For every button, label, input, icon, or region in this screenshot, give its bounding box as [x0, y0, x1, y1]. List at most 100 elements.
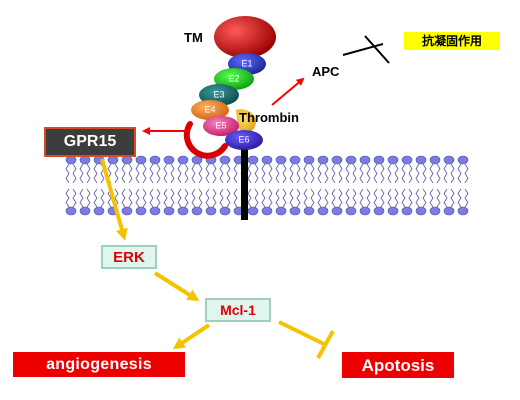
lipid-tail: [268, 188, 273, 208]
lipid-tail: [226, 188, 231, 208]
lipid-tail: [338, 188, 343, 208]
lipid-tail: [443, 163, 448, 184]
lipid-tail: [352, 163, 357, 184]
lipid-tail: [275, 188, 280, 208]
lipid-tail: [380, 188, 385, 208]
thrombomodulin-protein: E1 E2 E3 E4 E5 E6: [183, 16, 276, 220]
lipid-head: [289, 155, 301, 165]
transmembrane-stalk: [241, 142, 248, 220]
lipid-head: [345, 155, 357, 165]
lipid-tail: [422, 163, 427, 184]
lipid-head: [191, 206, 203, 216]
lipid-tail: [429, 163, 434, 184]
lipid-head: [149, 206, 161, 216]
lipid-head: [177, 155, 189, 165]
lipid-tail: [86, 188, 91, 208]
lipid-tail: [128, 188, 133, 208]
lipid-tail: [247, 163, 252, 184]
lipid-tail: [296, 163, 301, 184]
lipid-head: [401, 206, 413, 216]
lipid-tail: [93, 163, 98, 184]
lipid-head: [457, 155, 469, 165]
lipid-tail: [184, 163, 189, 184]
lipid-head: [387, 206, 399, 216]
lipid-head: [247, 206, 259, 216]
lipid-tail: [317, 188, 322, 208]
erk-box: ERK: [101, 245, 157, 269]
lipid-tail: [114, 163, 119, 184]
lipid-tail: [373, 163, 378, 184]
lipid-tail: [450, 163, 455, 184]
lipid-tail: [142, 188, 147, 208]
domain-e2-label: E2: [228, 73, 239, 83]
lipid-tail: [72, 188, 77, 208]
apc-inhibition-symbol: [342, 35, 390, 64]
domain-e1-label: E1: [241, 58, 252, 68]
lipid-tail: [366, 163, 371, 184]
lipid-tail: [331, 163, 336, 184]
lipid-head: [429, 206, 441, 216]
lipid-tail: [149, 188, 154, 208]
lipid-head: [443, 155, 455, 165]
lipid-head: [65, 206, 77, 216]
apoptosis-box: Apotosis: [342, 352, 454, 378]
lipid-head: [205, 206, 217, 216]
mcl1-box: Mcl-1: [205, 298, 271, 322]
lipid-head: [457, 206, 469, 216]
tm-lectin-domain: [214, 16, 276, 58]
domain-e4: E4: [191, 100, 229, 120]
lipid-tail: [457, 163, 462, 184]
lipid-tail: [394, 188, 399, 208]
lipid-head: [303, 155, 315, 165]
lipid-tail: [121, 163, 126, 184]
lipid-tail: [303, 188, 308, 208]
lipid-tail: [373, 188, 378, 208]
domain-e6: E6: [225, 130, 263, 150]
lipid-head: [303, 206, 315, 216]
domain-e5: E5: [203, 116, 239, 136]
lipid-head: [275, 155, 287, 165]
lipid-tail: [205, 163, 210, 184]
lipid-tail: [429, 188, 434, 208]
lipid-tail: [338, 163, 343, 184]
domain-e6-label: E6: [238, 134, 249, 144]
lipid-tail: [317, 163, 322, 184]
arrow-to-apc: [271, 77, 305, 106]
lipid-tail: [450, 188, 455, 208]
lipid-tail: [387, 163, 392, 184]
lipid-head: [359, 206, 371, 216]
lipid-tail: [170, 163, 175, 184]
lipid-tail: [282, 188, 287, 208]
lipid-tail: [366, 188, 371, 208]
lipid-tail: [177, 188, 182, 208]
lipid-tail: [163, 188, 168, 208]
domain-e5-label: E5: [215, 120, 226, 130]
lipid-tail: [282, 163, 287, 184]
lipid-head: [219, 206, 231, 216]
lipid-tail: [142, 163, 147, 184]
lipid-tail: [226, 163, 231, 184]
lipid-tail: [345, 163, 350, 184]
lipid-tail: [86, 163, 91, 184]
lipid-tail: [436, 188, 441, 208]
lipid-tail: [387, 188, 392, 208]
lipid-tail: [422, 188, 427, 208]
lipid-head: [373, 206, 385, 216]
arrow-gpr15-to-erk: [100, 158, 128, 241]
lipid-head: [387, 155, 399, 165]
lipid-tail: [128, 163, 133, 184]
lipid-tail: [310, 188, 315, 208]
lipid-tail: [261, 188, 266, 208]
lipid-tail: [191, 163, 196, 184]
lipid-tail: [135, 188, 140, 208]
lipid-tail: [212, 188, 217, 208]
lipid-tail: [254, 163, 259, 184]
lipid-head: [289, 206, 301, 216]
lipid-tail: [93, 188, 98, 208]
lipid-tail: [415, 188, 420, 208]
lipid-head: [401, 155, 413, 165]
lipid-tail: [436, 163, 441, 184]
lipid-head: [331, 206, 343, 216]
lipid-head: [135, 206, 147, 216]
